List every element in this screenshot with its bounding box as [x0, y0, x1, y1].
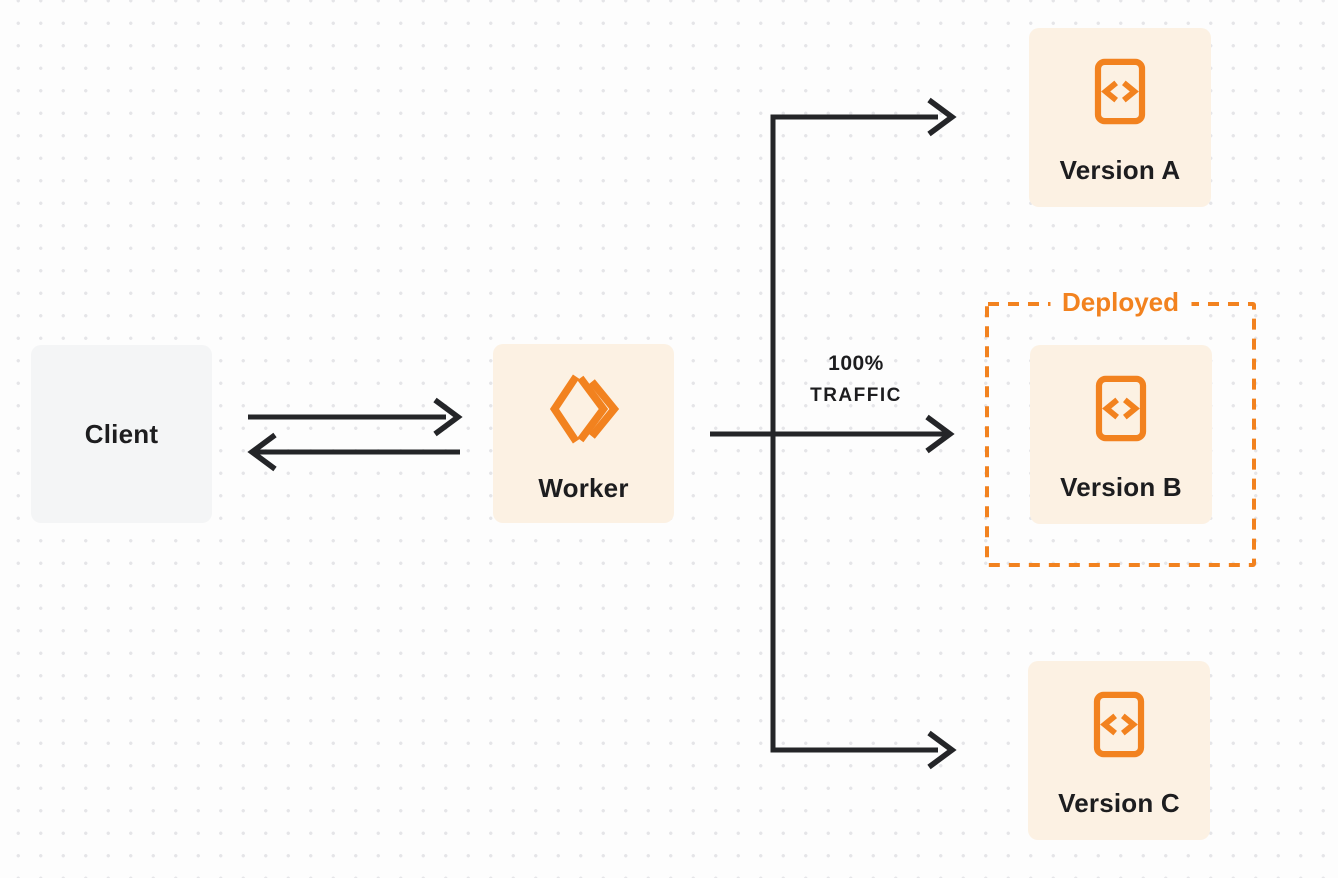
version-c-node: Version C [1028, 661, 1210, 840]
arrow-client-to-worker [248, 397, 463, 437]
deployed-dashed-border [985, 302, 1256, 567]
version-b-label: Version B [1060, 472, 1182, 502]
worker-node: Worker [493, 344, 674, 523]
traffic-percent: 100% [828, 352, 884, 375]
code-file-icon [1094, 58, 1146, 125]
arrow-worker-to-client [247, 432, 460, 472]
arrowhead-left-icon [247, 432, 277, 472]
code-file-icon [1093, 691, 1145, 758]
version-c-label: Version C [1058, 788, 1180, 818]
client-node: Client [31, 345, 212, 523]
version-a-label: Version A [1059, 155, 1181, 185]
arrowhead-version-b-icon [925, 414, 955, 454]
code-file-icon [1095, 375, 1147, 442]
traffic-word: TRAFFIC [810, 385, 902, 406]
traffic-label: 100% TRAFFIC [781, 349, 931, 414]
deployed-region: Deployed [985, 286, 1256, 567]
arrow-worker-to-versions [710, 97, 957, 770]
arrowhead-version-a-icon [927, 97, 957, 137]
cloudflare-workers-icon [549, 374, 619, 444]
arrowhead-right-icon [433, 397, 463, 437]
version-b-node: Version B [1030, 345, 1212, 524]
worker-label: Worker [538, 473, 629, 503]
arrowhead-version-c-icon [927, 730, 957, 770]
client-label: Client [84, 419, 159, 449]
deployed-label: Deployed [1049, 286, 1192, 318]
version-a-node: Version A [1029, 28, 1211, 207]
